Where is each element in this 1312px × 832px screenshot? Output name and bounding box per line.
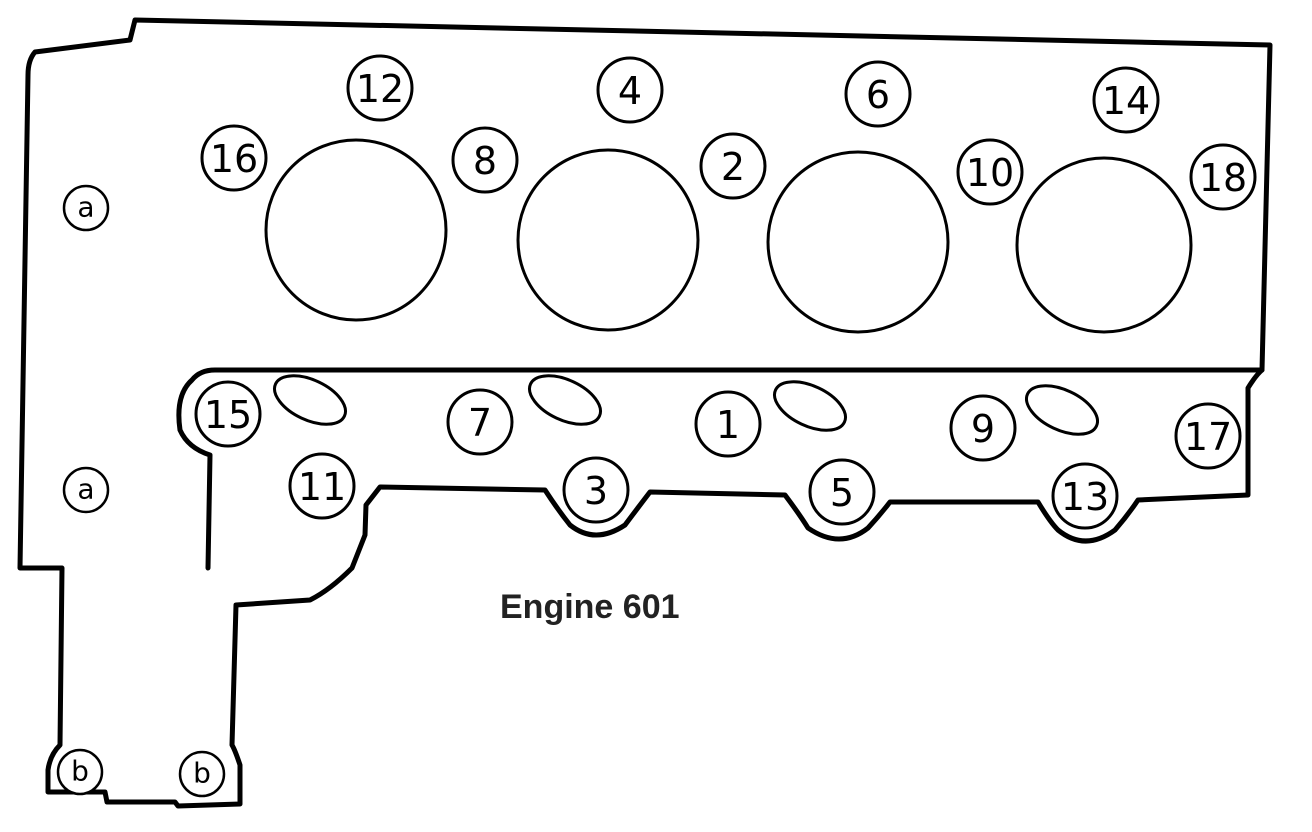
cylinder-bore-4 [1015, 156, 1193, 334]
bolt-number: 8 [473, 139, 497, 183]
bolt-number: 10 [966, 151, 1014, 195]
bolt-circle [194, 380, 262, 448]
bolt-7: 7 [446, 388, 514, 456]
coolant-port-4 [1025, 384, 1099, 436]
bolt-10: 10 [956, 138, 1024, 206]
gasket-outline [17, 17, 1273, 809]
bolt-6: 6 [844, 60, 912, 128]
bolt-circle [694, 390, 762, 458]
marker-a: a [62, 466, 110, 514]
bolt-circle [844, 60, 912, 128]
bolt-circle [808, 458, 876, 526]
bolt-15: 15 [194, 380, 262, 448]
bolt-circle [699, 132, 767, 200]
bolt-circle [562, 456, 630, 524]
bolt-circle [956, 138, 1024, 206]
bolt-number: 3 [584, 469, 608, 513]
marker-group: a a b b [56, 184, 226, 798]
bolt-number: 13 [1061, 475, 1109, 519]
marker-b: b [56, 748, 104, 796]
bolt-1: 1 [694, 390, 762, 458]
bolt-circle [1051, 462, 1119, 530]
marker-circle [62, 466, 110, 514]
bolt-circle [446, 388, 514, 456]
bolt-circle [451, 126, 519, 194]
bolt-number: 12 [356, 67, 404, 111]
bolt-12: 12 [346, 54, 414, 122]
bolt-16: 16 [200, 124, 268, 192]
marker-a: a [62, 184, 110, 232]
bolt-3: 3 [562, 456, 630, 524]
diagram-caption: Engine 601 [500, 588, 680, 626]
marker-letter: a [77, 473, 94, 506]
bolt-number: 4 [618, 69, 642, 113]
bolt-4: 4 [596, 56, 664, 124]
bolt-circle [1092, 66, 1160, 134]
bolt-circle [288, 452, 356, 520]
marker-b: b [178, 750, 226, 798]
cylinder-bore-2 [516, 148, 700, 332]
bolt-circle [200, 124, 268, 192]
marker-circle [56, 748, 104, 796]
coolant-port-1 [273, 374, 347, 426]
bolt-14: 14 [1092, 66, 1160, 134]
bolt-9: 9 [949, 394, 1017, 462]
bolt-circle [1174, 402, 1242, 470]
bolt-circle [346, 54, 414, 122]
bolt-number: 11 [298, 465, 346, 509]
marker-letter: b [71, 755, 89, 788]
bolt-number: 1 [716, 403, 740, 447]
marker-letter: a [77, 191, 94, 224]
bolt-number: 5 [830, 471, 854, 515]
bolt-number: 7 [468, 401, 492, 445]
bolt-number: 15 [204, 393, 252, 437]
bolt-number: 6 [866, 73, 890, 117]
bolt-13: 13 [1051, 462, 1119, 530]
bolt-circle [949, 394, 1017, 462]
cylinder-bore-3 [766, 150, 950, 334]
bolt-circle [596, 56, 664, 124]
bolt-number: 17 [1184, 415, 1232, 459]
bolt-17: 17 [1174, 402, 1242, 470]
bolt-number: 14 [1102, 79, 1150, 123]
bolt-8: 8 [451, 126, 519, 194]
bolt-18: 18 [1189, 143, 1257, 211]
bolt-11: 11 [288, 452, 356, 520]
marker-letter: b [193, 757, 211, 790]
gasket-inner-edge [176, 367, 1265, 571]
bolt-circle [1189, 143, 1257, 211]
marker-circle [178, 750, 226, 798]
cylinder-bore-1 [264, 138, 448, 322]
coolant-port-2 [528, 374, 602, 426]
bolt-5: 5 [808, 458, 876, 526]
coolant-port-3 [773, 380, 847, 432]
bolt-number: 16 [210, 137, 258, 181]
bolt-number: 2 [721, 145, 745, 189]
bolt-2: 2 [699, 132, 767, 200]
bolt-number: 9 [971, 407, 995, 451]
marker-circle [62, 184, 110, 232]
bolt-number: 18 [1199, 156, 1247, 200]
